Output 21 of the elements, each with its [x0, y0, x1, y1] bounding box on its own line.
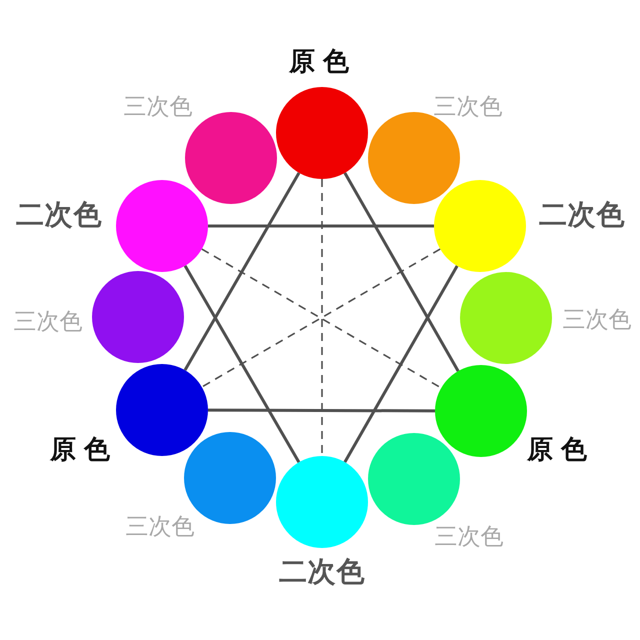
connector-line — [184, 172, 300, 371]
color-circle — [276, 456, 368, 548]
category-label: 原色 — [527, 435, 595, 465]
connector-line — [208, 408, 435, 412]
category-label: 三次色 — [124, 94, 192, 120]
category-label: 三次色 — [434, 524, 504, 550]
category-label: 二次色 — [539, 200, 625, 232]
category-label: 原色 — [289, 47, 357, 77]
category-label: 二次色 — [16, 200, 102, 232]
category-label: 三次色 — [14, 308, 82, 336]
connector-line — [184, 265, 300, 463]
category-label: 原色 — [50, 435, 118, 465]
color-circle — [276, 87, 368, 179]
category-label: 二次色 — [279, 556, 365, 590]
category-label: 三次色 — [434, 94, 502, 120]
category-label: 三次色 — [562, 306, 632, 334]
connector-line — [344, 265, 458, 463]
connector-line — [344, 172, 460, 372]
dashed-line — [321, 179, 323, 456]
connector-line — [208, 224, 434, 228]
category-label: 三次色 — [126, 514, 194, 540]
